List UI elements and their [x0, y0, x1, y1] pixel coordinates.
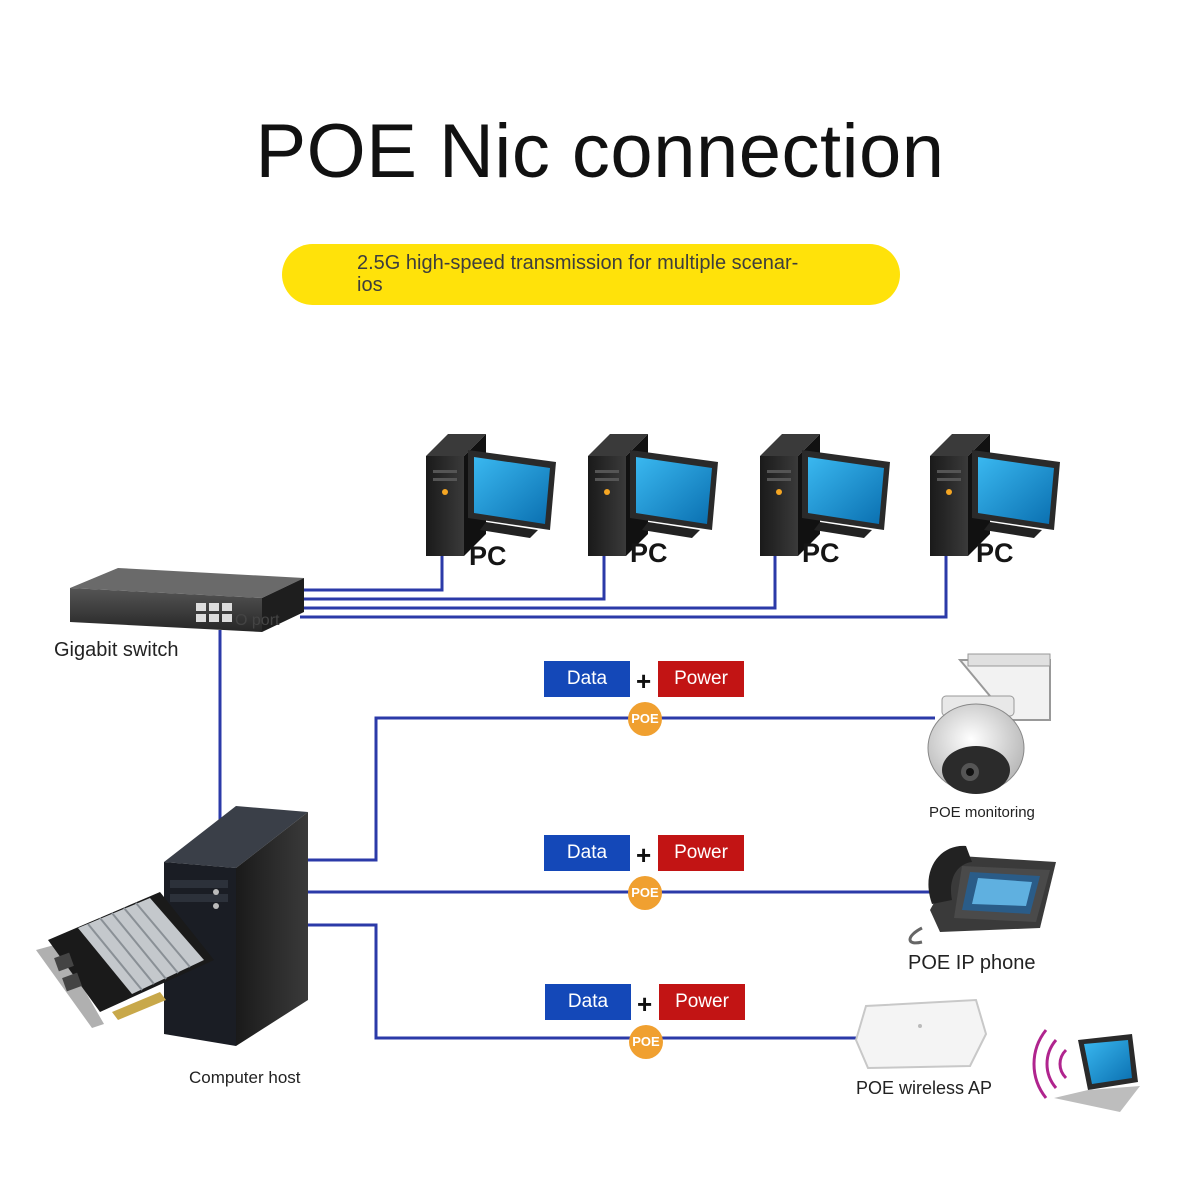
- pc-icon: [588, 434, 718, 556]
- data-tag: Data: [544, 835, 630, 871]
- poe-camera-icon: [927, 653, 1051, 794]
- power-tag: Power: [658, 835, 744, 871]
- power-tag: Power: [658, 661, 744, 697]
- poe-badge: POE: [629, 1025, 663, 1059]
- poe-badge: POE: [628, 876, 662, 910]
- poe-wireless-ap-icon: [854, 998, 988, 1070]
- camera-label: POE monitoring: [929, 804, 1035, 821]
- page-title: POE Nic connection: [255, 109, 945, 194]
- laptop-icon: [1054, 1034, 1140, 1112]
- poe-badge: POE: [628, 702, 662, 736]
- switch-port-label: O port: [235, 612, 280, 629]
- poe-nic-card-icon: [36, 892, 214, 1028]
- poe-ip-phone-icon: [908, 845, 1056, 945]
- ap-label: POE wireless AP: [856, 1078, 993, 1098]
- plus-sign: +: [637, 989, 653, 1019]
- pc-icon: [760, 434, 890, 556]
- pc-label: PC: [976, 538, 1014, 568]
- banner-text: 2.5G high-speed transmission for multipl…: [357, 252, 799, 296]
- phone-label: POE IP phone: [908, 952, 1036, 974]
- wifi-signal-icon: [1032, 1029, 1068, 1099]
- pc-icon: [426, 434, 556, 556]
- switch-icon: [70, 568, 304, 632]
- data-tag: Data: [544, 661, 630, 697]
- pc-label: PC: [630, 538, 668, 568]
- pc-label: PC: [469, 541, 507, 571]
- plus-sign: +: [636, 666, 652, 696]
- power-tag: Power: [659, 984, 745, 1020]
- computer-host-label: Computer host: [189, 1068, 301, 1087]
- data-tag: Data: [545, 984, 631, 1020]
- pc-icon: [930, 434, 1060, 556]
- plus-sign: +: [636, 840, 652, 870]
- pc-label: PC: [802, 538, 840, 568]
- switch-label: Gigabit switch: [54, 639, 179, 661]
- subtitle-banner: 2.5G high-speed transmission for multipl…: [282, 244, 900, 305]
